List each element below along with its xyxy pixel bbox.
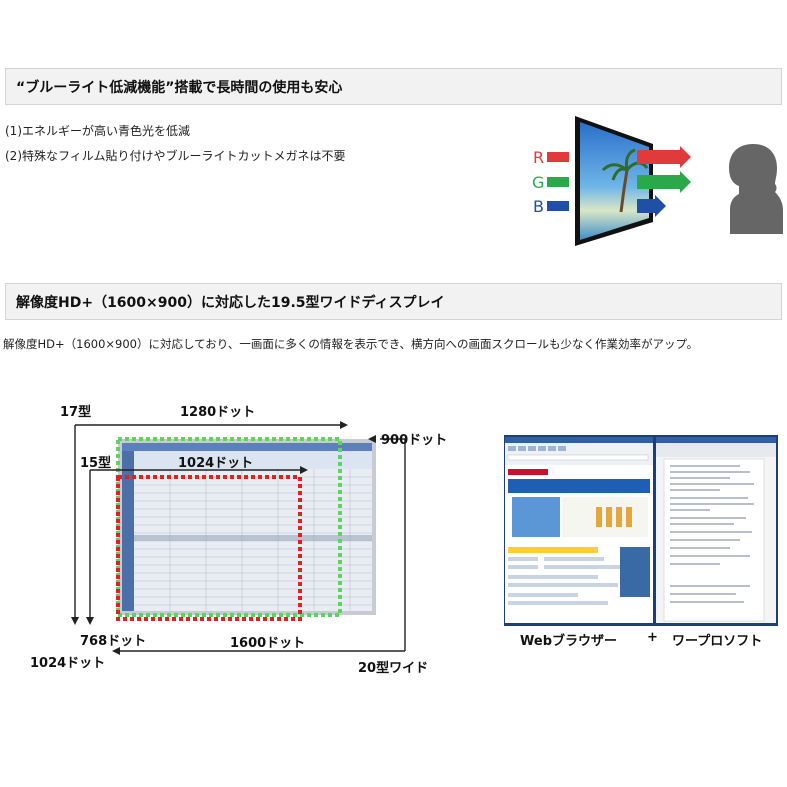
- label-r: R: [533, 148, 545, 167]
- caption-web-browser: Webブラウザー: [520, 634, 617, 649]
- resolution-diagram: [40, 395, 460, 685]
- bullet-2: (2)特殊なフィルム貼り付けやブルーライトカットメガネは不要: [5, 149, 346, 163]
- caption-plus: +: [647, 630, 658, 645]
- resolution-description: 解像度HD+（1600×900）に対応しており、一画面に多くの情報を表示でき、横…: [3, 337, 699, 351]
- blue-light-illustration: [525, 110, 785, 250]
- bullet-1: (1)エネルギーが高い青色光を低減: [5, 124, 190, 138]
- label-15-inch: 15型: [80, 456, 112, 471]
- label-768-dots: 768ドット: [80, 634, 147, 649]
- label-1280-dots: 1280ドット: [180, 405, 256, 420]
- label-1600-dots: 1600ドット: [230, 636, 306, 651]
- label-1024-dots-height: 1024ドット: [30, 656, 106, 671]
- section-header-blue-light: “ブルーライト低減機能”搭載で長時間の使用も安心: [5, 68, 782, 105]
- label-20-inch-wide: 20型ワイド: [358, 661, 429, 676]
- label-g: G: [532, 173, 545, 192]
- area-15-inch: [116, 475, 302, 621]
- desktop-screenshot: [504, 435, 778, 626]
- label-17-inch: 17型: [60, 405, 92, 420]
- person-silhouette: [729, 144, 783, 234]
- caption-word-processor: ワープロソフト: [672, 634, 763, 649]
- section-title: “ブルーライト低減機能”搭載で長時間の使用も安心: [16, 79, 343, 96]
- section-header-resolution: 解像度HD+（1600×900）に対応した19.5型ワイドディスプレイ: [5, 283, 782, 320]
- label-b: B: [533, 197, 544, 216]
- label-1024-dots: 1024ドット: [178, 456, 254, 471]
- section-title: 解像度HD+（1600×900）に対応した19.5型ワイドディスプレイ: [16, 294, 445, 311]
- label-900-dots: 900ドット: [381, 433, 448, 448]
